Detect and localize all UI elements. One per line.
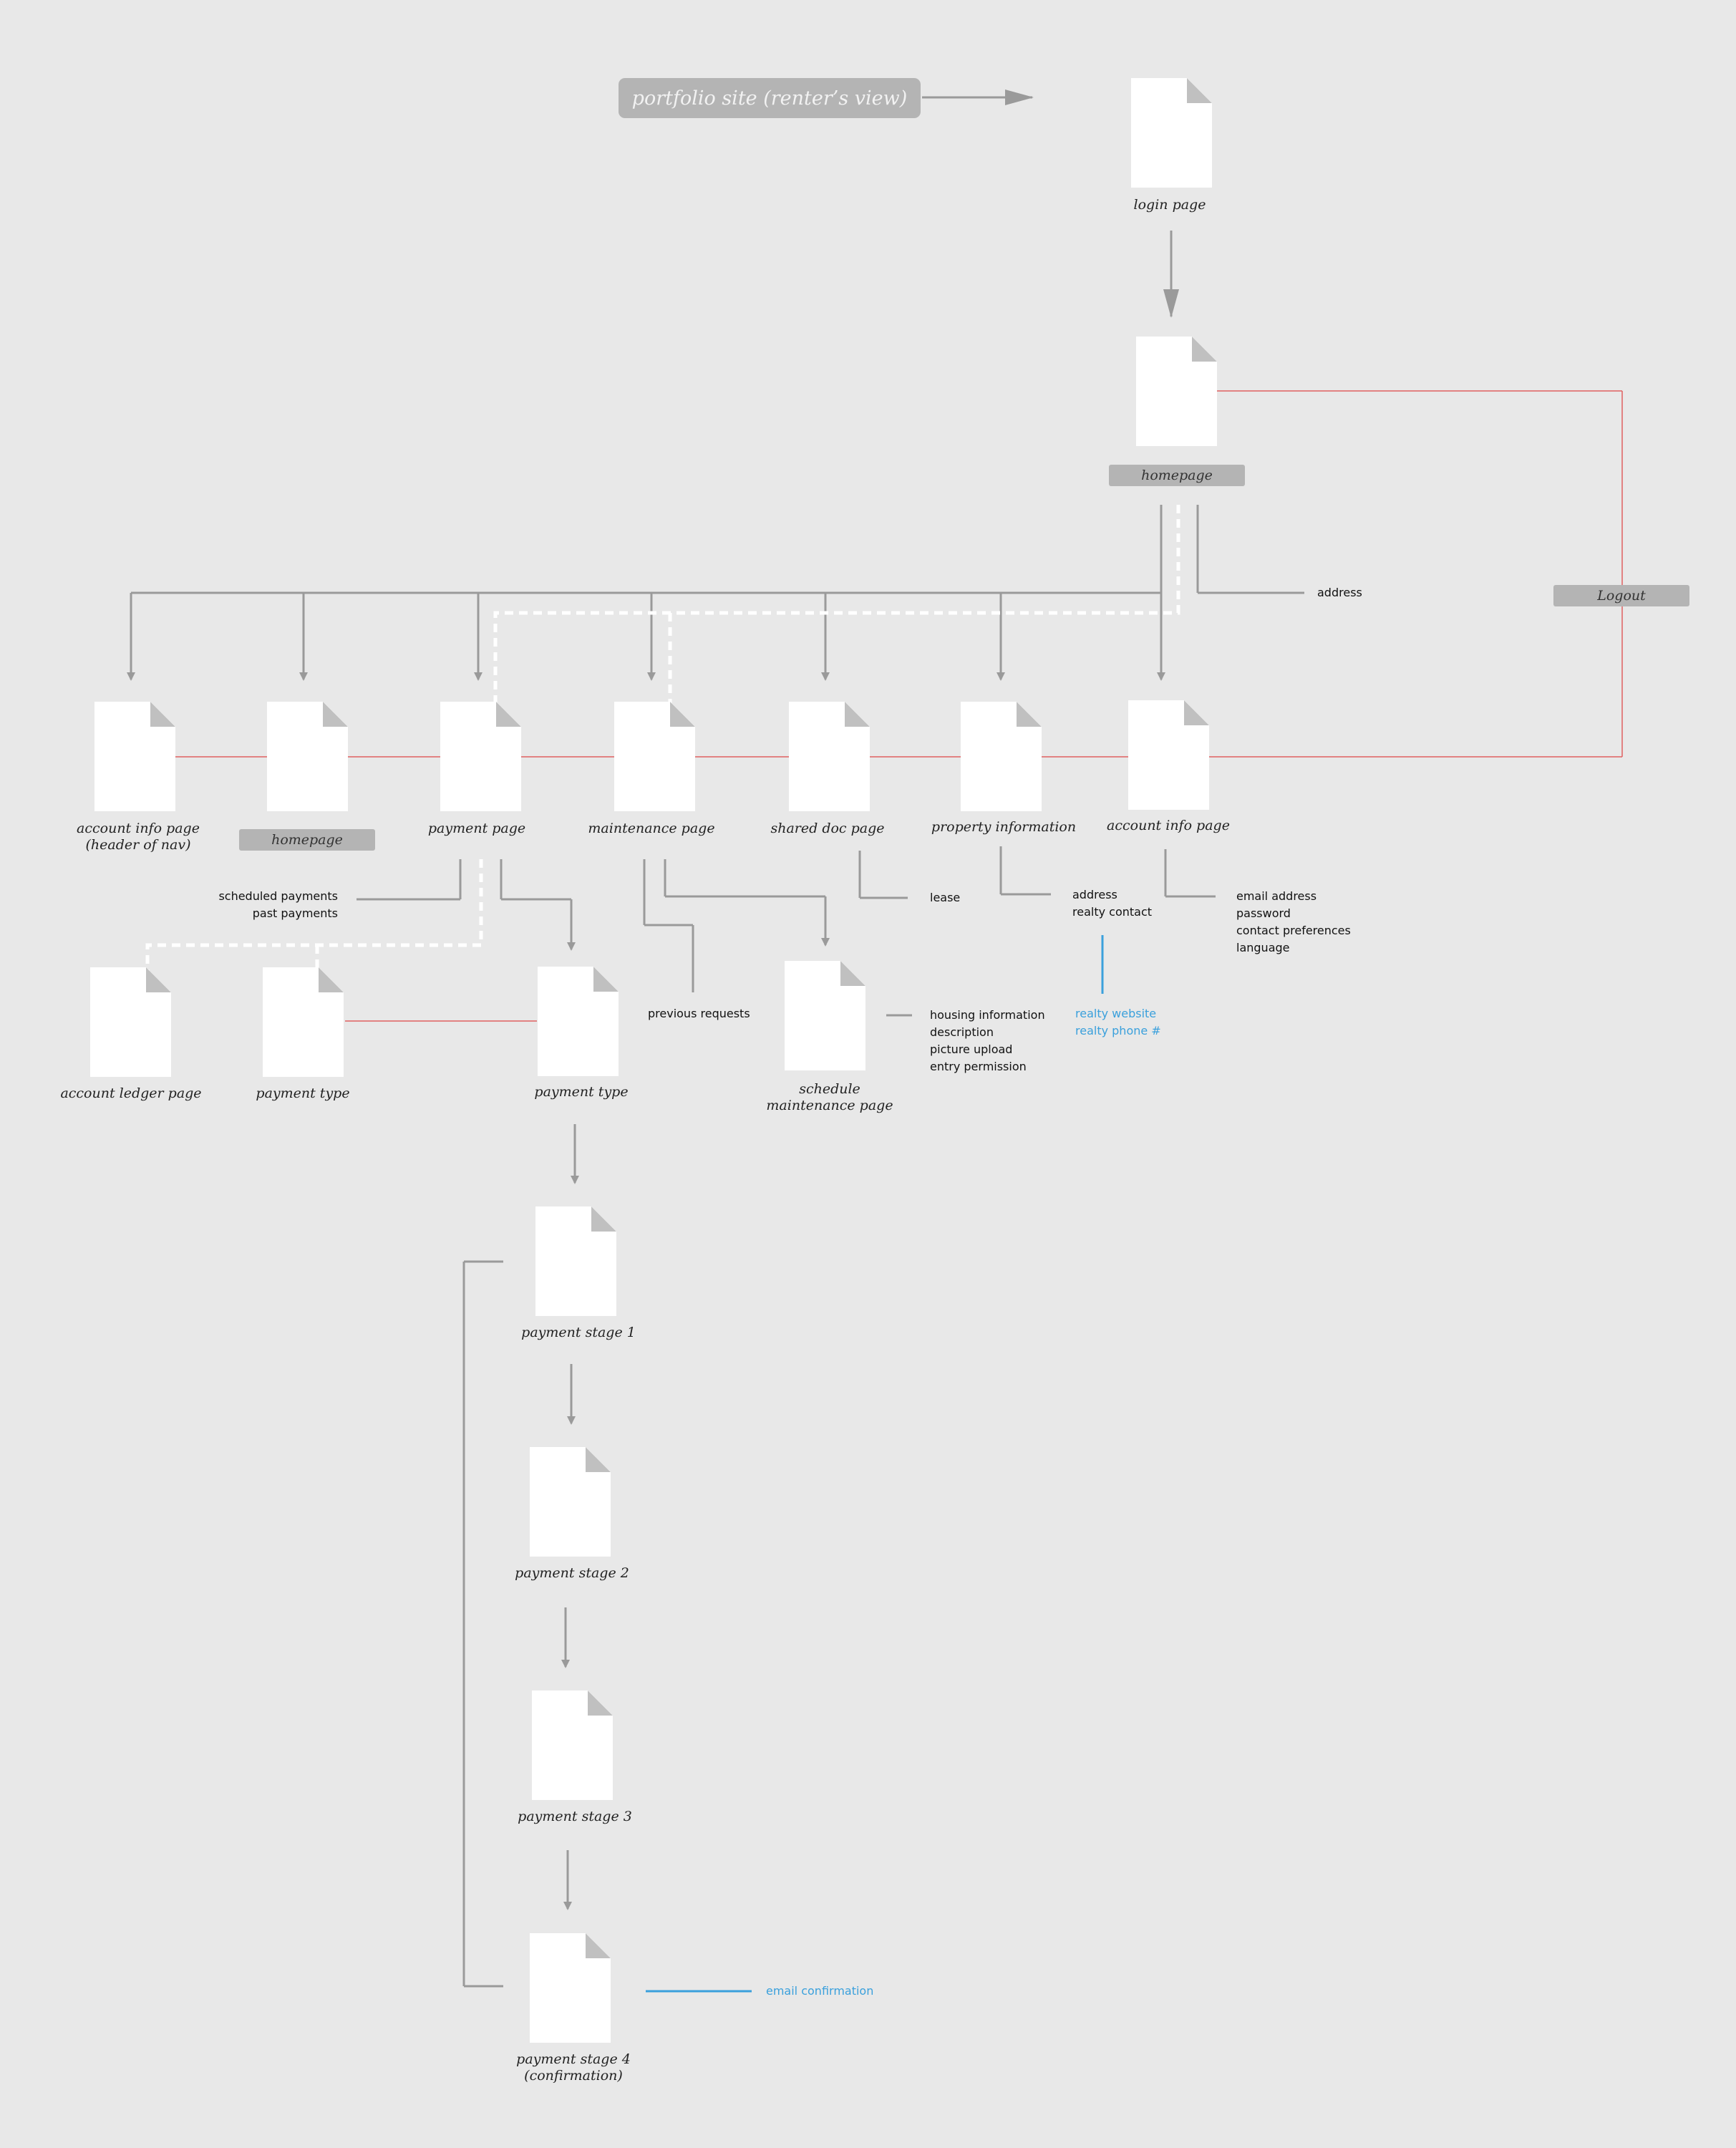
payment-stage-4-label: payment stage 4(confirmation) (516, 2051, 631, 2084)
payment-page-icon (440, 702, 521, 811)
maintenance-page-label: maintenance page (588, 821, 715, 836)
payment-stage-1-label: payment stage 1 (521, 1325, 636, 1340)
account-ledger-label: account ledger page (60, 1085, 202, 1101)
account-info-nav-page-icon (94, 702, 175, 811)
homepage-nav-pill: homepage (239, 829, 375, 851)
payment-stage-3-label: payment stage 3 (518, 1809, 632, 1824)
account-info-nav-label: account info page(header of nav) (77, 821, 200, 853)
payment-stage-2-page-icon (530, 1447, 611, 1557)
payment-type-left-page-icon (263, 967, 344, 1077)
shared-doc-page-label: shared doc page (770, 821, 885, 836)
logout-pill: Logout (1553, 585, 1689, 606)
email-confirmation-note: email confirmation (766, 1984, 874, 1998)
schedule-maintenance-page-icon (785, 961, 865, 1070)
shared-doc-page-icon (789, 702, 870, 811)
dashed-path-line (493, 505, 1180, 705)
account-info-page-icon (1128, 700, 1209, 810)
login-page-icon (1131, 78, 1212, 188)
previous-requests-note: previous requests (648, 1007, 750, 1020)
payment-stage-2-label: payment stage 2 (515, 1565, 629, 1581)
lease-note: lease (930, 891, 961, 904)
account-info-page-label: account info page (1107, 818, 1230, 833)
payment-type-left-label: payment type (256, 1085, 350, 1101)
payment-type-right-label: payment type (534, 1084, 629, 1100)
property-info-label: property information (931, 819, 1077, 835)
payment-stage-1-page-icon (535, 1206, 616, 1316)
homepage-nav-page-icon (267, 702, 348, 811)
maintenance-page-icon (614, 702, 695, 811)
homepage-top-pill: homepage (1109, 465, 1245, 486)
payment-stage-4-page-icon (530, 1933, 611, 2043)
property-info-page-icon (961, 702, 1042, 811)
payment-stage-3-page-icon (532, 1690, 613, 1800)
site-title-pill: portfolio site (renter’s view) (619, 78, 921, 118)
homepage-top-icon (1136, 337, 1217, 446)
payment-page-label: payment page (427, 821, 526, 836)
login-page-label: login page (1133, 197, 1206, 213)
payment-type-right-page-icon (538, 967, 619, 1076)
account-ledger-page-icon (90, 967, 171, 1077)
home-address-note: address (1317, 586, 1362, 599)
